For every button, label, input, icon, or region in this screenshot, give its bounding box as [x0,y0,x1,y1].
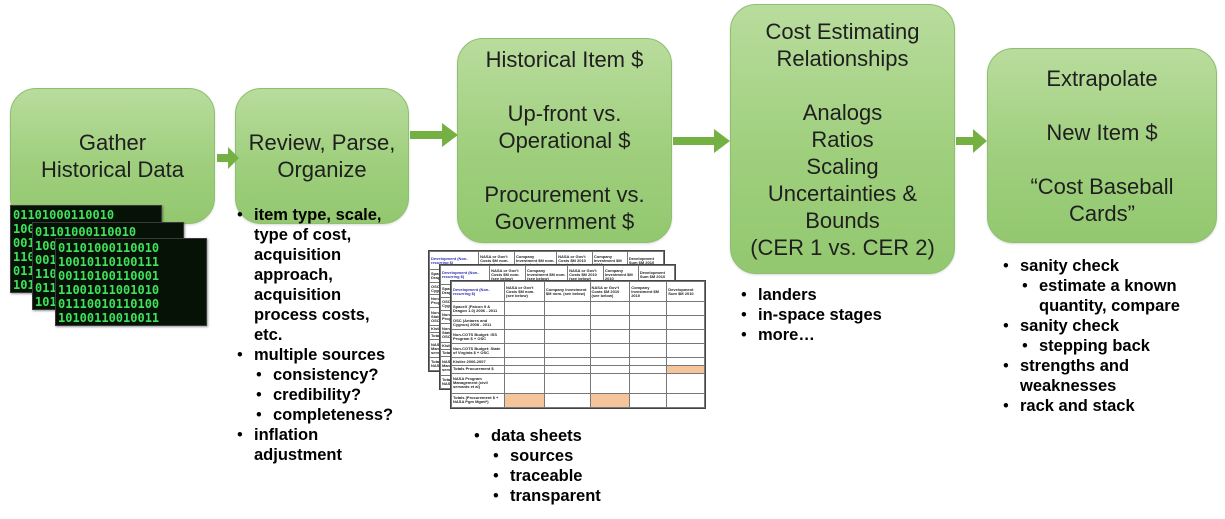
bullet-item: stepping back [1022,336,1218,356]
binary-row: 01101000110010 [58,241,159,255]
bullet-item: sanity check [1003,256,1218,276]
binary-row: 01101000110010 [35,225,136,239]
bullet-item: item type, scale, type of cost, acquisitio… [237,205,407,345]
step-text-line: Gather [78,130,147,155]
bullet-text-line: weaknesses [1020,377,1117,395]
bullets-historical: data sheetssourcestraceabletransparent [474,426,644,506]
bullet-text-line: quantity, compare [1039,297,1180,315]
bullet-item: inflation adjustment [237,425,407,465]
step-text-line: Review, Parse, [248,130,396,155]
bullet-item: rack and stack [1003,396,1218,416]
bullet-text-line: item type, scale, [254,206,382,224]
bullet-text-line: estimate a known [1039,277,1177,295]
step-text-line: Scaling [806,153,879,179]
arrow-right-icon [217,147,239,169]
bullet-text-line: strengths and [1020,357,1130,375]
bullet-item: sanity check [1003,316,1218,336]
bullet-item: consistency? [256,365,407,385]
step-text-line: Government $ [494,209,635,234]
bullet-item: completeness? [256,405,407,425]
binary-row: 00110100110001 [58,269,159,283]
bullet-item: transparent [493,486,644,506]
step-text-line: Analogs [802,99,883,125]
bullet-item: multiple sources [237,345,407,365]
bullet-text-line: process costs, [254,306,370,324]
arrow-right-icon [673,129,730,153]
bullet-text-line: etc. [254,326,283,344]
binary-row: 11001011001010 [58,283,159,297]
step-text-line: Relationships [776,45,909,71]
step-text-line: Ratios [811,126,874,152]
bullet-text-line: acquisition [254,246,342,264]
bullet-item: credibility? [256,385,407,405]
bullet-item: traceable [493,466,644,486]
step-text-line: Cost Estimating [765,18,920,44]
bullet-item: landers [741,285,941,305]
step-text-line: New Item $ [1046,119,1158,145]
step-text-line: Procurement vs. [484,182,645,207]
bullet-text-line: acquisition [254,286,342,304]
bullet-text-line: adjustment [254,446,343,464]
bullet-text-line: approach, [254,266,333,284]
step-text-line: Historical Item $ [485,47,644,72]
step-historical-item-cost: Historical Item $ Up-front vs.Operational… [457,38,672,243]
step-review-parse-organize: Review, Parse,Organize [235,88,409,224]
step-text-line: Up-front vs. [507,101,622,126]
binary-row: 10100110010011 [58,311,159,325]
step-text-line: Extrapolate [1046,65,1158,91]
step-text-line: Cards” [1068,200,1135,226]
binary-row: 01110010110100 [58,297,159,311]
binary-row: 01101000110010 [13,208,114,222]
step-text-line: Uncertainties & [767,180,918,206]
bullet-item: estimate a known quantity, compare [1022,276,1218,316]
step-text-line: Operational $ [498,128,631,153]
arrow-right-icon [410,123,458,147]
bullet-text-line: type of cost, [254,226,352,244]
step-text-line: (CER 1 vs. CER 2) [750,234,935,260]
bullet-item: data sheets [474,426,644,446]
bullets-cer: landersin-space stagesmore… [741,285,941,345]
bullets-review: item type, scale, type of cost, acquisitio… [237,205,407,465]
bullet-item: in-space stages [741,305,941,325]
step-text-line: Organize [277,157,367,182]
step-text-line: Historical Data [40,157,185,182]
bullet-item: strengths and weaknesses [1003,356,1218,396]
step-text-line: Bounds [805,207,880,233]
binary-row: 10010110100111 [58,255,159,269]
bullet-item: more… [741,325,941,345]
data-sheet-table: Development (Non-recurring $)NASA or Gov… [451,280,705,409]
bullet-item: sources [493,446,644,466]
bullet-text-line: inflation [254,426,319,444]
arrow-right-icon [956,129,987,153]
data-sheet-image: Development (Non-recurring $)NASA or Gov… [450,280,706,409]
step-text-line: “Cost Baseball [1030,173,1174,199]
